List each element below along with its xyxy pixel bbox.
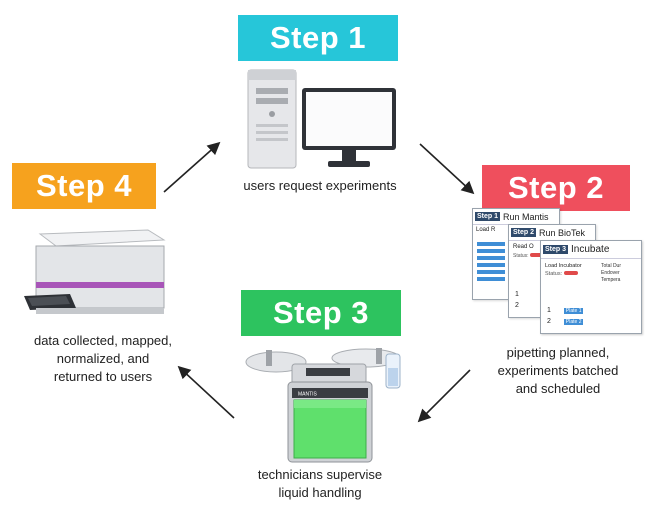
window-b-title: Run BioTek xyxy=(539,227,586,238)
step3-banner: Step 3 xyxy=(241,290,401,336)
step2-caption-line: experiments batched xyxy=(497,363,619,378)
window-c-status-label: Status: xyxy=(545,271,563,277)
window-c-side-item: Tempera xyxy=(601,277,621,283)
window-c-status-badge xyxy=(563,271,578,275)
step4-caption: data collected, mapped, normalized, and … xyxy=(8,332,198,386)
window-c-title: Incubate xyxy=(571,244,610,255)
step4-banner: Step 4 xyxy=(12,163,156,209)
window-c-side-item: Endover xyxy=(601,270,620,276)
step3-label: Step 3 xyxy=(272,295,370,330)
arrow-step4-to-step1 xyxy=(163,141,221,193)
step2-caption: pipetting planned, experiments batched a… xyxy=(470,344,646,398)
window-b-row-label: Read O xyxy=(513,244,534,250)
window-a-rows xyxy=(477,239,507,284)
window-a-row-label: Load R xyxy=(476,227,496,233)
window-b-step-tag: Step 2 xyxy=(511,228,537,237)
window-a-title: Run Mantis xyxy=(503,211,549,222)
arrow-step2-to-step3 xyxy=(417,369,471,423)
step1-caption-line: users request experiments xyxy=(243,178,397,193)
window-c-row-num: 1 xyxy=(547,307,551,314)
window-c-row-tag: Plate 1 xyxy=(563,307,584,314)
step3-caption: technicians supervise liquid handling xyxy=(220,466,420,502)
arrow-step1-to-step2 xyxy=(419,143,475,195)
device-label: MANTIS xyxy=(298,392,318,398)
window-c-row-num: 2 xyxy=(547,318,551,325)
step3-caption-line: liquid handling xyxy=(278,485,362,500)
window-c-row-label: Load Incubator xyxy=(545,263,582,269)
step3-caption-line: technicians supervise xyxy=(257,467,383,482)
window-c-side-item: Total Dur xyxy=(601,263,622,269)
window-b-status-label: Status: xyxy=(513,253,529,259)
plate-reader-icon xyxy=(24,229,166,314)
step1-banner: Step 1 xyxy=(238,15,398,61)
liquid-handler-icon: MANTIS xyxy=(245,348,401,463)
window-a-step-tag: Step 1 xyxy=(475,212,501,221)
software-window-c: Step 3 Incubate Load Incubator Status: T… xyxy=(540,240,642,334)
step2-caption-line: and scheduled xyxy=(515,381,601,396)
step2-caption-line: pipetting planned, xyxy=(506,345,610,360)
desktop-computer-icon xyxy=(247,69,396,169)
window-c-row-tag: Plate 2 xyxy=(563,318,584,325)
arrow-step3-to-step4 xyxy=(177,365,235,419)
step1-caption: users request experiments xyxy=(210,177,430,195)
window-b-row-num: 1 xyxy=(515,291,519,298)
window-c-step-tag: Step 3 xyxy=(543,245,569,254)
window-b-row-num: 2 xyxy=(515,302,519,309)
step4-label: Step 4 xyxy=(35,168,133,203)
step4-caption-line: normalized, and xyxy=(56,351,150,366)
step2-label: Step 2 xyxy=(507,170,605,205)
window-b-status-badge xyxy=(529,253,544,257)
step4-caption-line: data collected, mapped, xyxy=(33,333,173,348)
step1-label: Step 1 xyxy=(269,20,367,55)
software-windows-icon: Step 1 Run Mantis Load R Step 2 Run BioT… xyxy=(472,208,644,334)
step2-banner: Step 2 xyxy=(482,165,630,211)
step4-caption-line: returned to users xyxy=(53,369,153,384)
